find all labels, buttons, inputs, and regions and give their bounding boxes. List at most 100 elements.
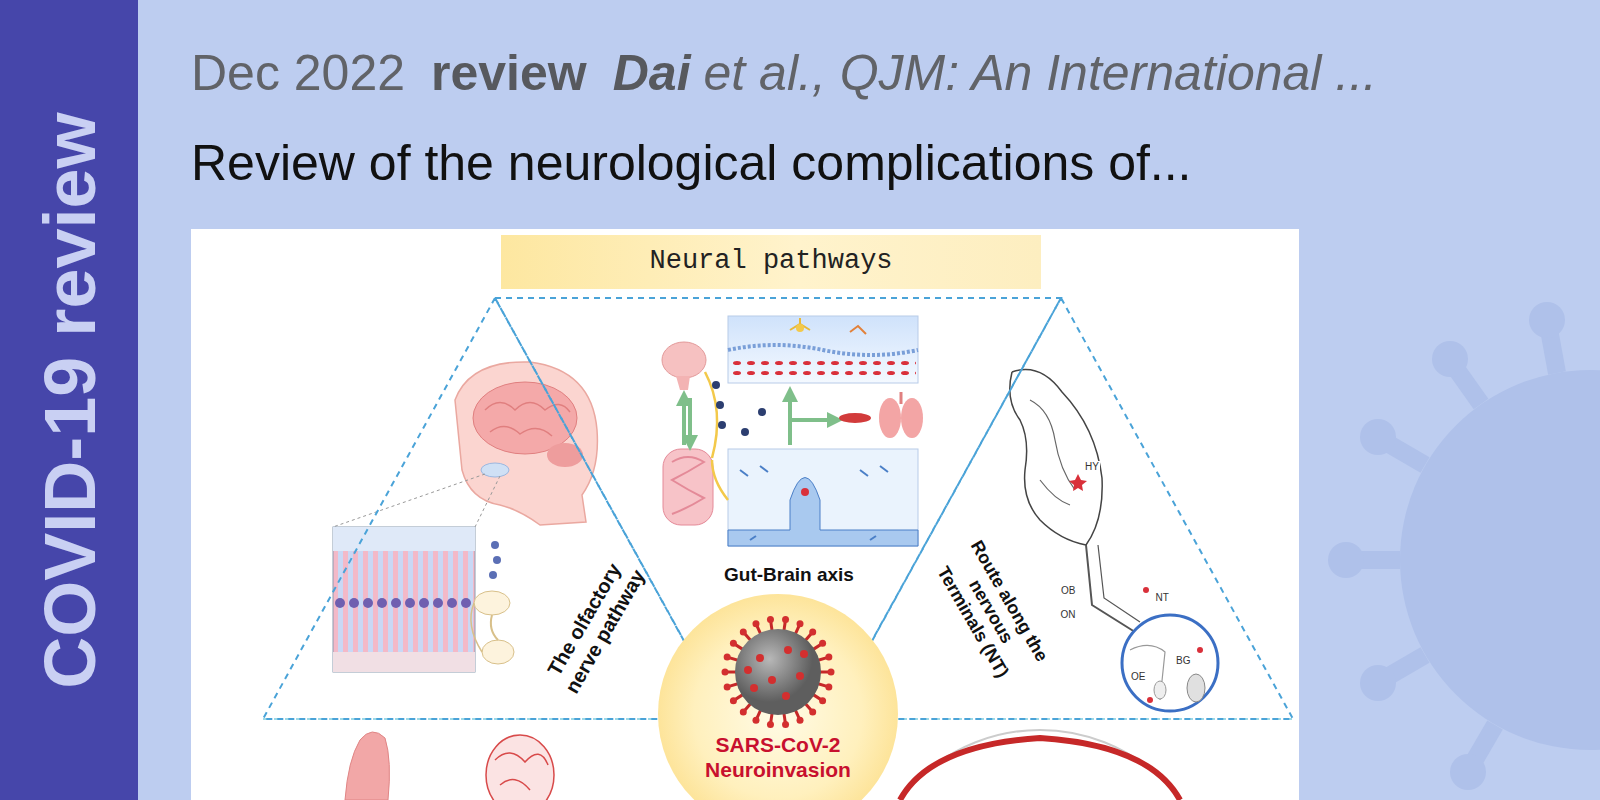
virus-icon-part [740,628,747,635]
side-bar [0,0,138,800]
virus-watermark-part [1360,665,1396,701]
virus-watermark-part [1400,370,1600,750]
node-label: Route along the nervous Terminals (NT) [926,533,1054,690]
lower-row-illustration-part [900,738,1180,800]
triangle-outline [263,298,727,719]
gut-brain-illustration-part [788,394,792,420]
node-label: Gut-Brain axis [724,564,854,586]
lower-row-illustration-part [486,735,554,800]
triangle-outline [829,298,1293,719]
gut-brain-illustration-part [879,398,901,438]
header-text: et al., QJM: An International ... [704,43,1377,103]
virus-icon-part [825,654,832,661]
nerve-terminal-illustration-part [1122,615,1218,711]
olfactory-illustration-part [475,476,500,527]
olfactory-illustration-part [471,603,482,652]
gut-brain-illustration-part [662,342,706,378]
olfactory-illustration-part [333,527,475,672]
nerve-terminal-illustration-part [1187,674,1205,702]
lower-row-illustration-part [495,753,548,790]
gut-brain-illustration-part [901,398,923,438]
part-label: OB [1060,585,1076,596]
side-title: COVID-19 review [31,112,110,688]
olfactory-illustration-part [333,527,475,551]
lower-row-illustration-part [865,730,1215,800]
gut-brain-illustration-part [796,324,804,332]
gut-brain-illustration-part [730,358,916,380]
virus-icon-part [722,669,729,676]
virus-icon-part [730,697,737,704]
virus-icon-part [724,683,731,690]
olfactory-illustration-part [474,591,510,615]
gut-brain-illustration-part [688,398,692,443]
virus-icon-part [740,709,747,716]
virus-watermark [1328,302,1600,790]
virus-icon-part [767,616,774,623]
virus-icon-part [735,629,821,715]
gut-brain-illustration-part [718,421,726,429]
header-text: review [431,43,587,103]
header-line: Dec 2022reviewDaiet al., QJM: An Interna… [191,43,1377,103]
virus-icon-part [809,709,816,716]
gut-brain-illustration-part [712,381,720,389]
pathway-band: Neural pathways [501,235,1041,289]
nerve-terminal-illustration-part [1010,372,1086,545]
virus-icon-part [800,650,808,658]
virus-icon-part [797,620,804,627]
gut-brain-illustration-part [672,457,704,514]
nerve-terminal-illustration-part [1143,587,1149,593]
virus-icon-part [767,721,774,728]
olfactory-illustration-part [491,615,498,640]
virus-icon-part [782,692,790,700]
virus-icon-part [768,676,776,684]
gut-brain-illustration-part [850,326,866,334]
triangle-outline [263,298,727,719]
nerve-terminal-illustration-part [1086,545,1135,632]
virus-icon-part [752,717,759,724]
virus-icon-part [730,640,737,647]
olfactory-illustration-part [481,463,509,477]
olfactory-illustration-part [491,541,499,549]
virus-watermark-part [1328,542,1364,578]
virus-icon-part [825,683,832,690]
virus-watermark-part [1360,419,1396,455]
olfactory-illustration-part [482,640,514,664]
nerve-terminal-illustration-part [1130,645,1165,700]
virus-watermark-part [1450,754,1486,790]
center-circle: SARS-CoV-2 Neuroinvasion [658,594,898,800]
nerve-terminal-illustration-part [1040,480,1070,505]
gut-brain-illustration-part [663,449,713,525]
olfactory-illustration [333,362,597,672]
node-label: The olfactory nerve pathway [537,548,653,701]
gut-brain-illustration-part [728,345,918,355]
gut-brain-illustration-part [716,401,724,409]
gut-brain-illustration-part [790,420,835,445]
olfactory-illustration-part [333,596,475,610]
nerve-terminal-illustration-part [1154,681,1166,699]
gut-brain-illustration-part [839,413,871,423]
figure-ground [191,229,1299,800]
olfactory-illustration-part [490,426,552,436]
virus-icon-part [797,717,804,724]
part-label: NT [1155,592,1170,603]
virus-icon-part [752,620,759,627]
virus-watermark-part [1529,302,1565,338]
nerve-terminal-illustration-part [1098,545,1140,622]
nerve-terminal-illustration-part [1197,647,1203,653]
virus-icon-part [724,654,731,661]
part-label: HY [1084,461,1100,472]
gut-brain-illustration-part [900,392,903,404]
gut-brain-illustration-part [801,488,809,496]
pathway-triangle: The olfactory nerve pathway [263,298,727,719]
nerve-terminal-illustration-part [1147,697,1153,703]
circle-shape [658,594,898,800]
virus-watermark-part [1432,341,1468,377]
virus-icon-part [828,669,835,676]
gut-brain-illustration-part [682,398,686,445]
olfactory-illustration-part [489,571,497,579]
virus-icon-part [809,628,816,635]
gut-brain-illustration-part [728,449,918,546]
gut-brain-illustration-part [741,428,749,436]
header-text: Dai [613,43,691,103]
